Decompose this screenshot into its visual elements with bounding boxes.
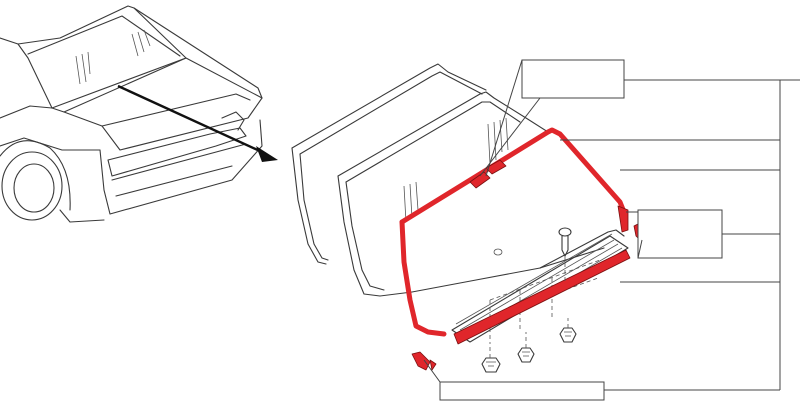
rear-window-lower-molding xyxy=(453,249,631,345)
callout-box-2 xyxy=(637,209,723,259)
rear-window-upper-clip xyxy=(469,171,491,189)
rear-window-molding-highlight xyxy=(399,127,649,371)
rear-window-corner-piece-lower xyxy=(411,351,431,371)
callout-box-1 xyxy=(521,59,625,99)
clip-icon xyxy=(481,342,501,373)
callout-box-3 xyxy=(439,381,605,401)
car-rear-overview xyxy=(0,5,263,223)
callout-leaders xyxy=(423,59,800,401)
rear-window-corner-piece xyxy=(617,205,629,233)
clip-icon xyxy=(517,332,535,363)
direction-arrow xyxy=(117,84,278,162)
rear-window-outer-molding xyxy=(291,63,487,265)
rear-window-side-molding xyxy=(399,219,447,337)
screw-icon xyxy=(558,227,572,284)
clip-icon xyxy=(559,318,577,343)
rear-window-glass xyxy=(337,91,605,297)
rear-window-upper-molding xyxy=(399,127,627,225)
retainer-clips xyxy=(481,227,577,373)
